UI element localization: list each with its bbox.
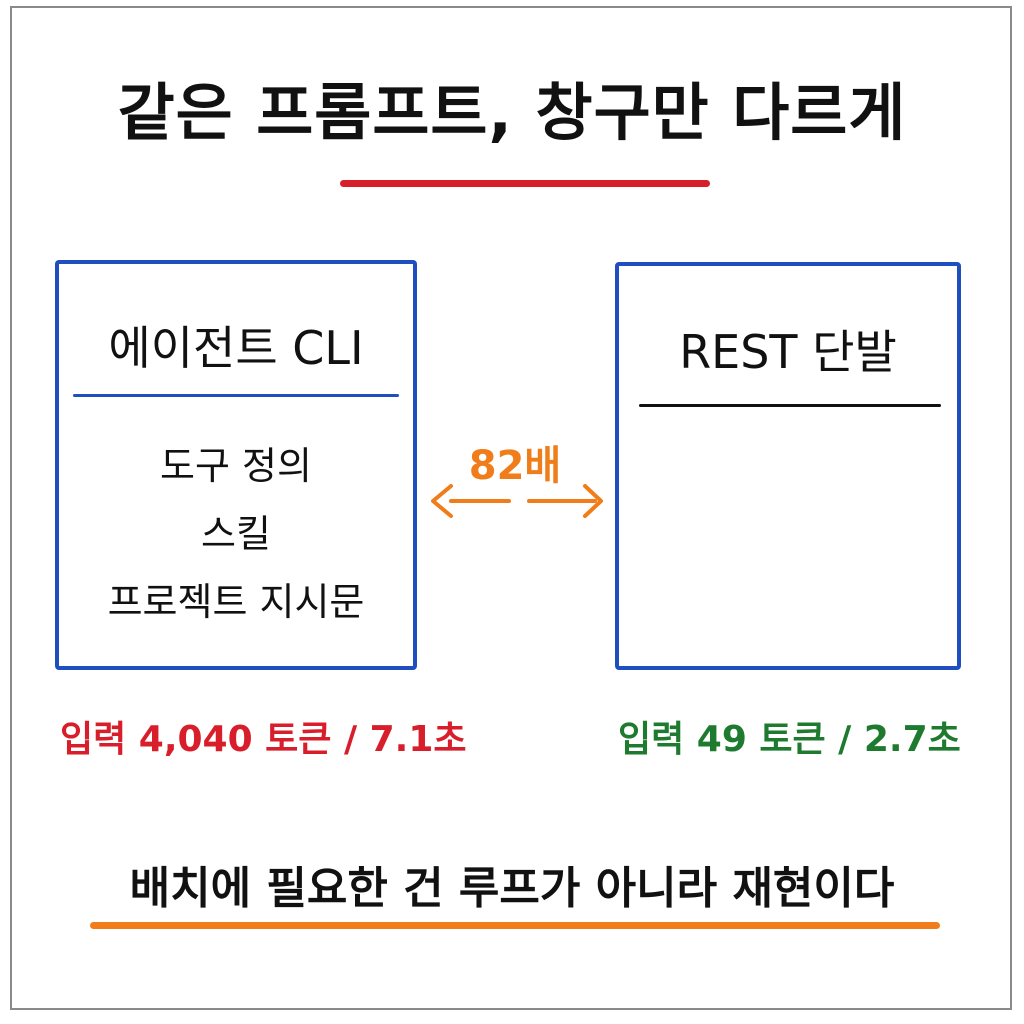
double-headed-arrow-icon — [431, 484, 603, 518]
list-item: 프로젝트 지시문 — [107, 580, 365, 624]
title-underline — [340, 180, 710, 187]
rest-single-box-divider — [639, 404, 941, 407]
agent-cli-metric: 입력 4,040 토큰 / 7.1초 — [60, 719, 467, 760]
rest-single-box-title: REST 단발 — [679, 325, 897, 379]
outer-frame — [10, 6, 1012, 1010]
agent-cli-box: 에이전트 CLI 도구 정의 스킬 프로젝트 지시문 — [55, 260, 417, 670]
ratio-label: 82배 — [468, 443, 562, 489]
agent-cli-box-title: 에이전트 CLI — [108, 321, 364, 375]
agent-cli-box-divider — [73, 394, 399, 397]
rest-single-box: REST 단발 — [615, 262, 961, 670]
diagram-title: 같은 프롬프트, 창구만 다르게 — [117, 76, 907, 149]
arrow-left-head — [431, 484, 453, 518]
conclusion-text: 배치에 필요한 건 루프가 아니라 재현이다 — [129, 863, 895, 914]
agent-cli-item-list: 도구 정의 스킬 프로젝트 지시문 — [59, 432, 413, 636]
arrow-right-head — [583, 484, 603, 518]
rest-single-metric: 입력 49 토큰 / 2.7초 — [618, 719, 961, 760]
list-item: 스킬 — [201, 512, 271, 556]
list-item: 도구 정의 — [160, 444, 312, 488]
conclusion-underline — [90, 922, 940, 929]
